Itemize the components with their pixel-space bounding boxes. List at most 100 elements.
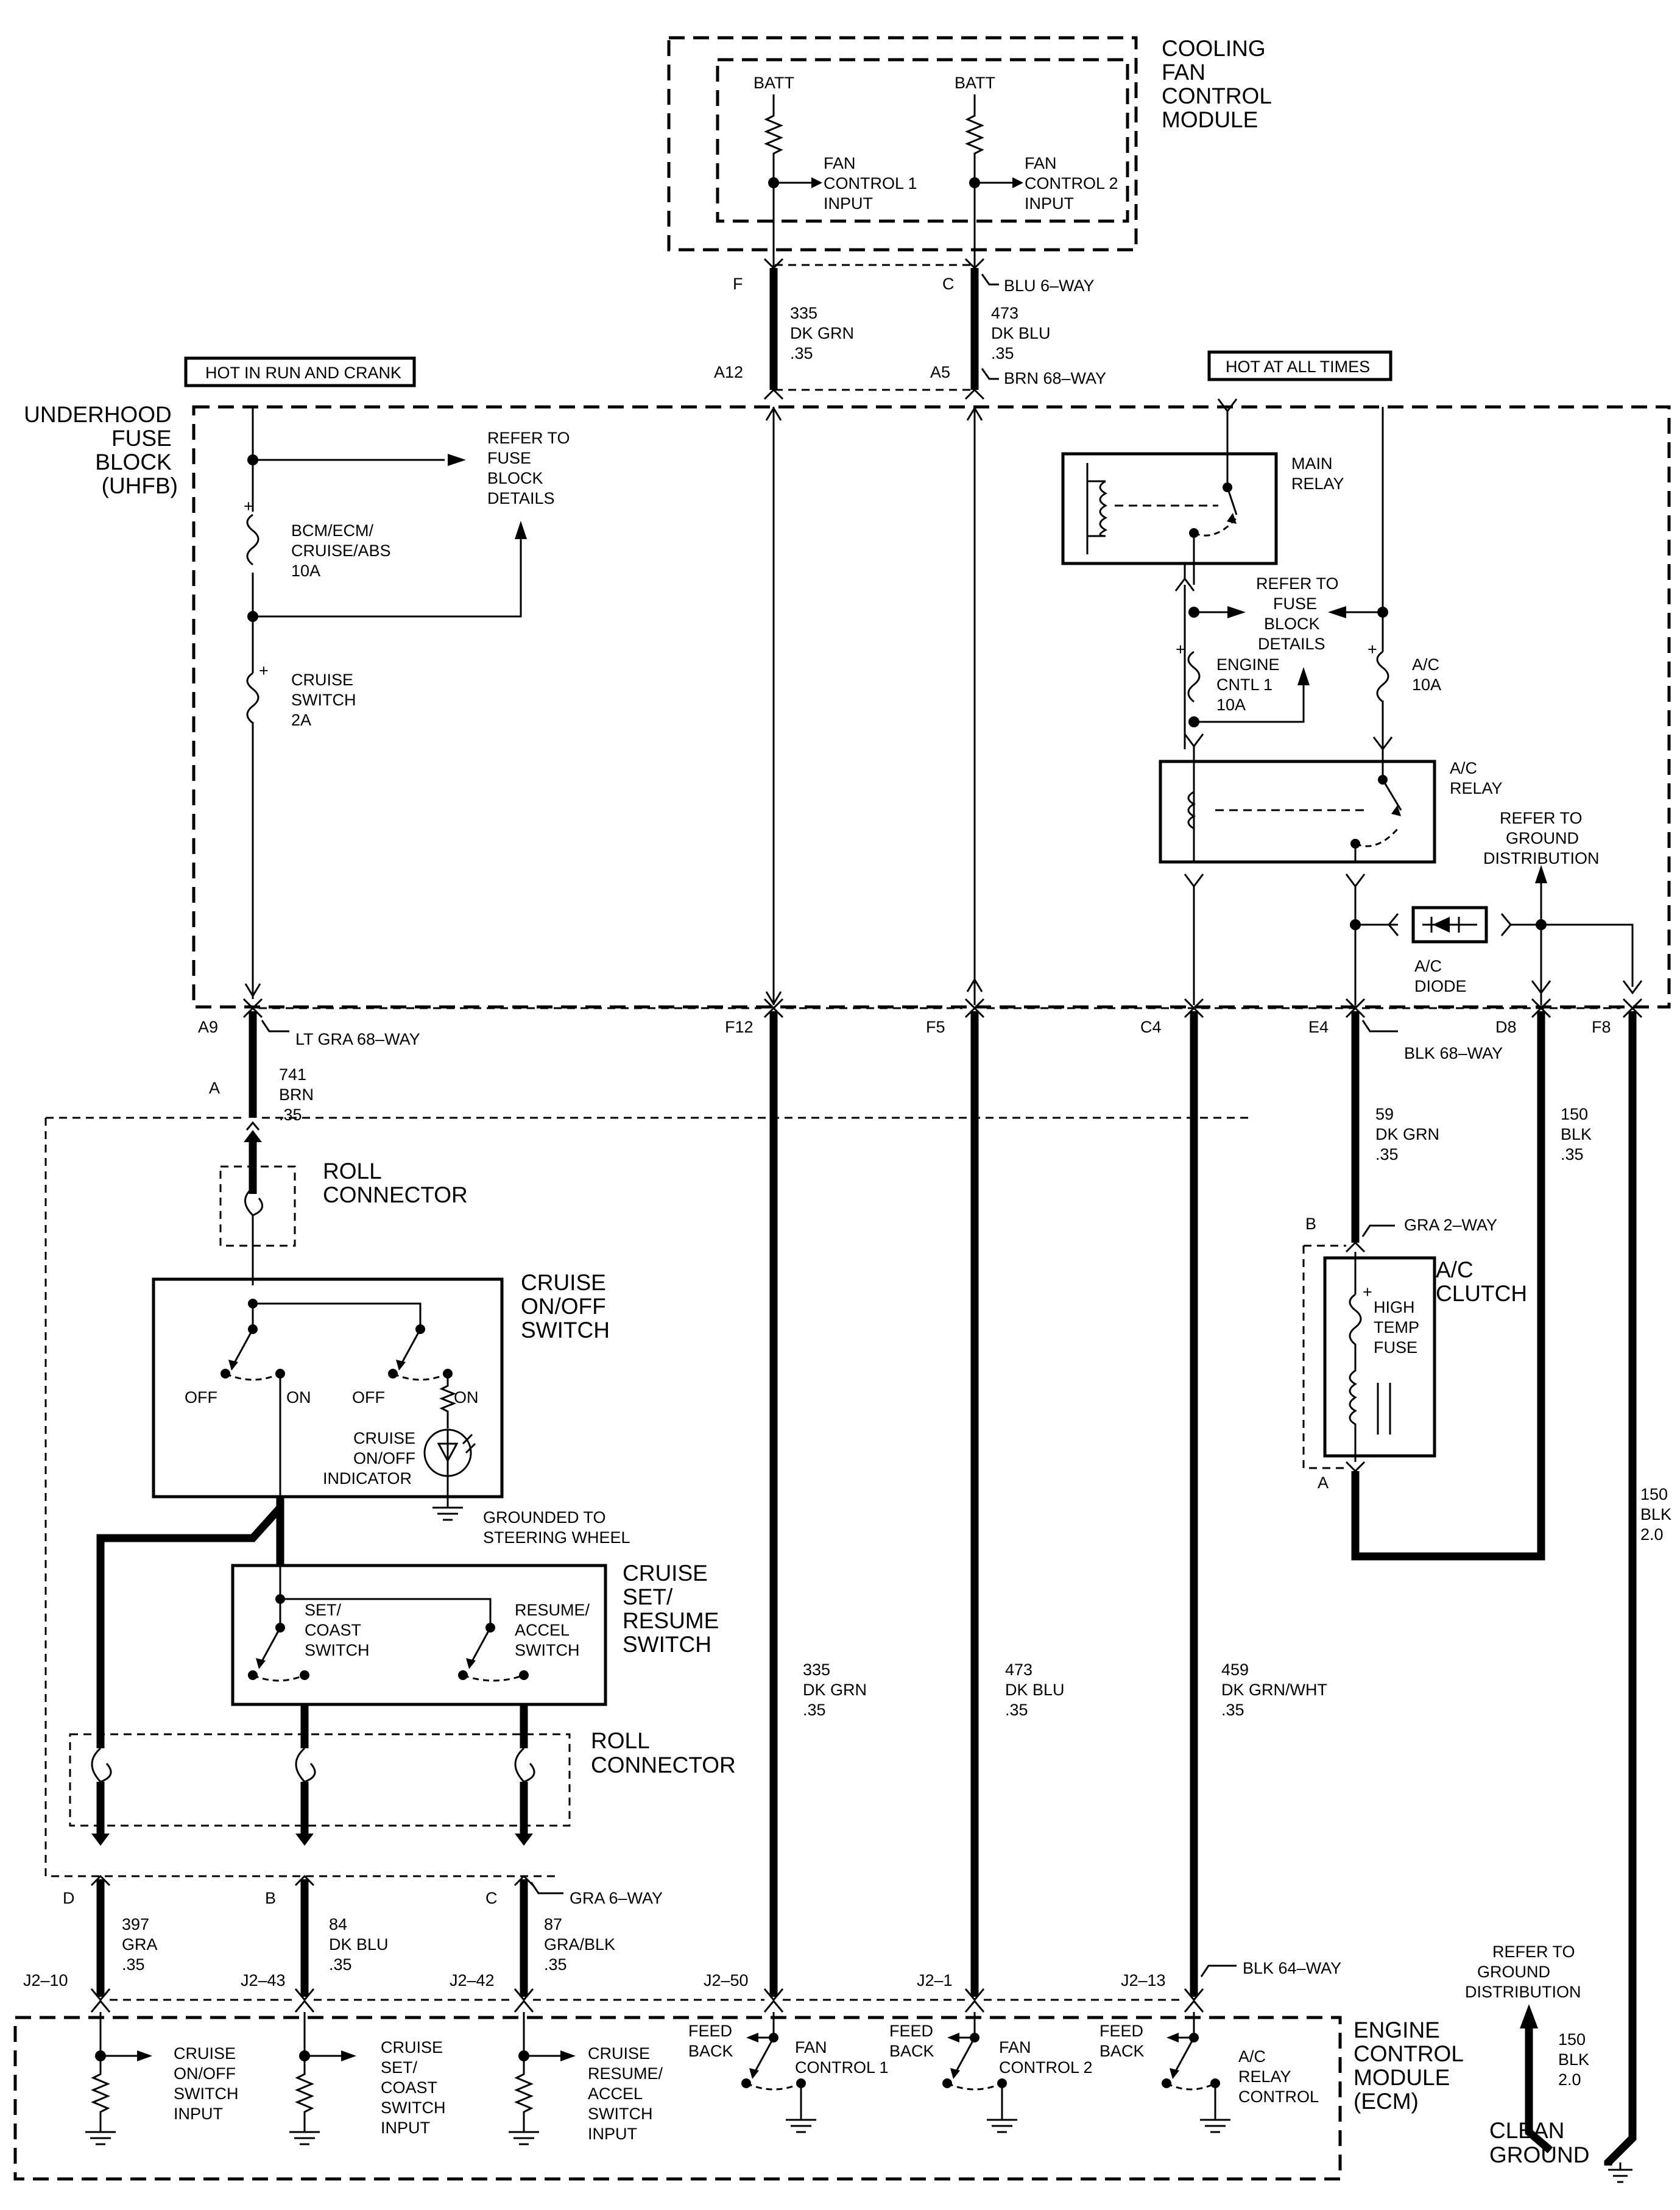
- wire-150-gnd-label: 150 BLK 2.0: [1558, 2030, 1594, 2089]
- svg-text:J2–50: J2–50: [704, 1971, 749, 1989]
- wire-397-label: 397 GRA .35: [122, 1915, 161, 1974]
- cruise-onoff-switch-box: [152, 1277, 504, 1499]
- cruise-switch-fuse-label: CRUISE SWITCH 2A: [291, 671, 361, 729]
- wire-84-label: 84 DK BLU .35: [329, 1915, 393, 1974]
- svg-text:A9: A9: [198, 1018, 218, 1036]
- svg-text:F8: F8: [1592, 1018, 1611, 1036]
- wire-459-label: 459 DK GRN/WHT .35: [1221, 1661, 1332, 1719]
- svg-text:A: A: [1318, 1474, 1329, 1492]
- underhood-fuse-block: UNDERHOOD FUSE BLOCK (UHFB) REFER TO FUS…: [24, 398, 1671, 1009]
- grounded-to-steering-wheel-label: GROUNDED TO STEERING WHEEL: [483, 1508, 630, 1547]
- bcm-fuse-label: BCM/ECM/ CRUISE/ABS 10A: [291, 521, 395, 580]
- feedback-label-1: FEED BACK: [688, 2022, 737, 2060]
- svg-text:C: C: [485, 1889, 498, 1907]
- fan-control-1-output-label: FAN CONTROL 1: [795, 2038, 889, 2077]
- cruise-set-coast-switch-input-label: CRUISE SET/ COAST SWITCH INPUT: [381, 2038, 450, 2137]
- ac-clutch-label: A/C CLUTCH: [1436, 1257, 1527, 1306]
- svg-text:OFF: OFF: [352, 1388, 385, 1407]
- cruise-onoff-indicator-label: CRUISE ON/OFF INDICATOR: [323, 1429, 420, 1488]
- svg-text:F12: F12: [725, 1018, 754, 1036]
- svg-text:J2–10: J2–10: [23, 1971, 68, 1989]
- resume-accel-switch-label: RESUME/ ACCEL SWITCH: [515, 1601, 595, 1659]
- fan-control-2-output-label: FAN CONTROL 2: [999, 2038, 1093, 2077]
- wire-335-bottom-label: 335 DK GRN .35: [803, 1661, 872, 1719]
- hot-all-times-box: [1207, 350, 1392, 381]
- cruise-set-resume-switch-label: CRUISE SET/ RESUME SWITCH: [623, 1561, 725, 1657]
- cruise-set-resume-switch-box: [231, 1564, 607, 1706]
- gra-6-way-connector: GRA 6–WAY: [570, 1889, 663, 1907]
- cruise-resume-accel-switch-input-label: CRUISE RESUME/ ACCEL SWITCH INPUT: [588, 2044, 668, 2143]
- svg-text:ON: ON: [454, 1388, 479, 1407]
- blk-68-way-connector: BLK 68–WAY: [1404, 1044, 1503, 1062]
- wire-473-bottom-label: 473 DK BLU .35: [1005, 1661, 1069, 1719]
- cruise-onoff-switch-label: CRUISE ON/OFF SWITCH: [521, 1270, 612, 1343]
- svg-text:J2–42: J2–42: [450, 1971, 495, 1989]
- uhfb-dashed-box: [192, 405, 1671, 1009]
- svg-text:D8: D8: [1495, 1018, 1517, 1036]
- svg-text:+: +: [1363, 1283, 1372, 1301]
- svg-text:C: C: [942, 275, 955, 293]
- ac-clutch: B GRA 2–WAY + A/C CLUTCH HIGH TEMP FUSE …: [1302, 1215, 1527, 1492]
- ac-clutch-box: [1323, 1256, 1436, 1458]
- wire-59-label: 59 DK GRN .35: [1375, 1105, 1444, 1163]
- svg-text:+: +: [259, 662, 269, 680]
- feedback-label-3: FEED BACK: [1099, 2022, 1148, 2060]
- svg-text:J2–43: J2–43: [241, 1971, 286, 1989]
- batt-label-1: BATT: [754, 74, 794, 92]
- svg-text:A12: A12: [714, 363, 743, 381]
- refer-ground-distribution-2: REFER TO GROUND DISTRIBUTION: [1465, 1943, 1581, 2001]
- clean-ground-group: REFER TO GROUND DISTRIBUTION 150 BLK 2.0…: [1465, 1943, 1632, 2183]
- roll-connector-1-label: ROLL CONNECTOR: [323, 1159, 468, 1207]
- ac-diode-box: [1411, 906, 1488, 944]
- wire-473-top-label: 473 DK BLU .35: [991, 304, 1055, 362]
- ac-relay-label: A/C RELAY: [1450, 759, 1503, 797]
- svg-text:J2–13: J2–13: [1121, 1971, 1166, 1989]
- gra-2-way-connector: GRA 2–WAY: [1404, 1216, 1497, 1234]
- fan-control-1-input-label: FAN CONTROL 1 INPUT: [824, 154, 922, 213]
- lt-gra-68-way-connector: LT GRA 68–WAY: [295, 1030, 420, 1048]
- set-coast-switch-label: SET/ COAST SWITCH: [305, 1601, 369, 1659]
- svg-text:D: D: [63, 1889, 75, 1907]
- fan-module-to-uhfb-wires: F C BLU 6–WAY 335 DK GRN .35 473 DK BLU …: [714, 258, 1106, 400]
- svg-text:OFF: OFF: [185, 1388, 217, 1407]
- svg-text:F: F: [733, 275, 743, 293]
- blu-6-way-connector: BLU 6–WAY: [1004, 277, 1095, 295]
- svg-text:B: B: [1305, 1215, 1316, 1233]
- main-wire-runs: [249, 1011, 1637, 2166]
- uhfb-bottom-connector: A9 F12 F5 C4 E4 D8 F8 LT GRA 68–WAY BLK …: [198, 998, 1643, 1062]
- refer-ground-distribution-1: REFER TO GROUND DISTRIBUTION: [1483, 809, 1600, 867]
- fan-control-2-input-label: FAN CONTROL 2 INPUT: [1025, 154, 1123, 213]
- engine-cntl-fuse-label: ENGINE CNTL 1 10A: [1216, 655, 1284, 714]
- cooling-fan-module-inner-box: [716, 58, 1129, 223]
- cooling-fan-control-module: COOLING FAN CONTROL MODULE BATT FAN CONT…: [667, 36, 1271, 268]
- ecm-dashed-box: [13, 2016, 1342, 2181]
- ac-relay-control-driver: FEED BACK A/C RELAY CONTROL: [1099, 2012, 1319, 2133]
- uhfb-title: UNDERHOOD FUSE BLOCK (UHFB): [24, 402, 178, 498]
- svg-text:J2–1: J2–1: [917, 1971, 953, 1989]
- svg-text:B: B: [265, 1889, 276, 1907]
- batt-label-2: BATT: [955, 74, 995, 92]
- svg-text:C4: C4: [1140, 1018, 1162, 1036]
- svg-text:A: A: [209, 1079, 220, 1097]
- steering-wheel-cruise-controls: ROLL CONNECTOR CRUISE ON/OFF SWITCH OFF …: [44, 1117, 1249, 1877]
- fan-control-2-driver: FEED BACK FAN CONTROL 2: [889, 2012, 1093, 2133]
- blk-64-way-connector: BLK 64–WAY: [1243, 1959, 1341, 1977]
- gra-6-way-connector-group: D B C GRA 6–WAY 397 GRA .35 84 DK BLU .3…: [63, 1874, 663, 1997]
- svg-text:F5: F5: [926, 1018, 945, 1036]
- svg-text:E4: E4: [1308, 1018, 1329, 1036]
- hot-at-all-times-label: HOT AT ALL TIMES: [1226, 358, 1370, 376]
- svg-text:+: +: [1176, 640, 1185, 658]
- cooling-fan-module-outer-box: [667, 36, 1138, 252]
- svg-text:ON: ON: [286, 1388, 311, 1407]
- wire-741-label: 741 BRN .35: [279, 1065, 319, 1124]
- hot-run-crank-box: [184, 356, 416, 387]
- fan-control-1-driver: FEED BACK FAN CONTROL 1: [688, 2012, 889, 2133]
- svg-text:+: +: [1368, 640, 1377, 658]
- brn-68-way-connector: BRN 68–WAY: [1004, 369, 1106, 387]
- roll-connector-1-box: [219, 1165, 296, 1247]
- main-relay-box: [1061, 452, 1278, 565]
- wire-150-big-label: 150 BLK 2.0: [1640, 1485, 1676, 1544]
- feedback-label-2: FEED BACK: [889, 2022, 938, 2060]
- ac-relay-control-output-label: A/C RELAY CONTROL: [1238, 2047, 1319, 2106]
- wire-87-label: 87 GRA/BLK .35: [544, 1915, 620, 1974]
